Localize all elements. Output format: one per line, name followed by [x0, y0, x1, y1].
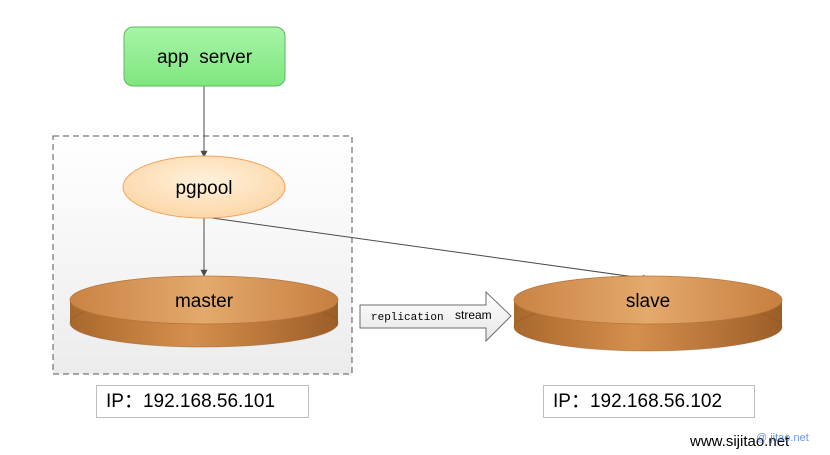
slave-label: slave [626, 291, 670, 312]
replication-stream-arrow: replication stream [359, 290, 512, 343]
replication-label: replication [371, 312, 444, 324]
watermark-overlay: @ jitao.net [756, 432, 809, 444]
app-server-label: app server [157, 47, 253, 68]
slave-ip-label: IP：192.168.56.102 [543, 385, 755, 418]
connector-pgpool-to-slave [211, 217, 650, 282]
master-ip-label: IP：192.168.56.101 [96, 385, 309, 418]
master-disk-node: master [69, 275, 339, 348]
pgpool-node: pgpool [122, 155, 286, 219]
master-label: master [175, 291, 234, 312]
slave-disk-node: slave [513, 275, 783, 352]
pgpool-label: pgpool [175, 178, 232, 199]
watermark-site: www.sijitao.net [690, 433, 790, 450]
app-server-node: app server [123, 26, 286, 87]
stream-label: stream [455, 308, 492, 322]
